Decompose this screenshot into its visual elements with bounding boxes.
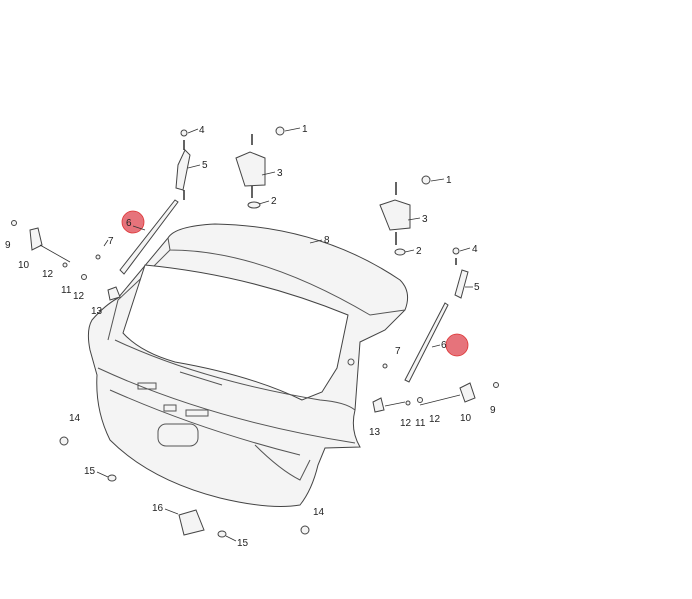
callout-14[interactable]: 14	[69, 413, 81, 424]
callout-16[interactable]: 16	[152, 503, 164, 514]
callout-3[interactable]: 3	[277, 168, 283, 179]
callout-9[interactable]: 9	[5, 240, 11, 251]
callout-1[interactable]: 1	[302, 124, 308, 135]
assembly-axes	[39, 134, 461, 407]
callout-13[interactable]: 13	[369, 427, 381, 438]
callout-5[interactable]: 5	[474, 282, 480, 293]
highlight-marker-right[interactable]	[445, 333, 469, 357]
callout-6[interactable]: 6	[441, 340, 447, 351]
callout-4[interactable]: 4	[199, 125, 205, 136]
liftgate-panel	[87, 223, 409, 507]
gas-strut-left	[119, 199, 179, 275]
callout-15[interactable]: 15	[237, 538, 249, 549]
callout-14[interactable]: 14	[313, 507, 325, 518]
callout-7[interactable]: 7	[108, 236, 114, 247]
callout-13[interactable]: 13	[91, 306, 103, 317]
callout-4[interactable]: 4	[472, 244, 478, 255]
callout-2[interactable]: 2	[416, 246, 422, 257]
hardware-parts	[11, 126, 499, 538]
callout-1[interactable]: 1	[446, 175, 452, 186]
callout-12[interactable]: 12	[400, 418, 412, 429]
callout-10[interactable]: 10	[18, 260, 30, 271]
gas-strut-right	[404, 302, 449, 383]
callout-3[interactable]: 3	[422, 214, 428, 225]
callout-7[interactable]: 7	[395, 346, 401, 357]
callout-labels: 4 5 1 3 2 6 1 3 2 4 5 6 8 7 9 10 12 11 1…	[5, 124, 496, 549]
callout-6[interactable]: 6	[126, 218, 132, 229]
callout-10[interactable]: 10	[460, 413, 472, 424]
callout-15[interactable]: 15	[84, 466, 96, 477]
callout-5[interactable]: 5	[202, 160, 208, 171]
callout-2[interactable]: 2	[271, 196, 277, 207]
callout-9[interactable]: 9	[490, 405, 496, 416]
callout-12[interactable]: 12	[73, 291, 85, 302]
callout-11[interactable]: 11	[415, 418, 426, 429]
callout-12[interactable]: 12	[42, 269, 54, 280]
callout-11[interactable]: 11	[61, 285, 72, 296]
callout-12[interactable]: 12	[429, 414, 441, 425]
callout-8[interactable]: 8	[324, 235, 330, 246]
